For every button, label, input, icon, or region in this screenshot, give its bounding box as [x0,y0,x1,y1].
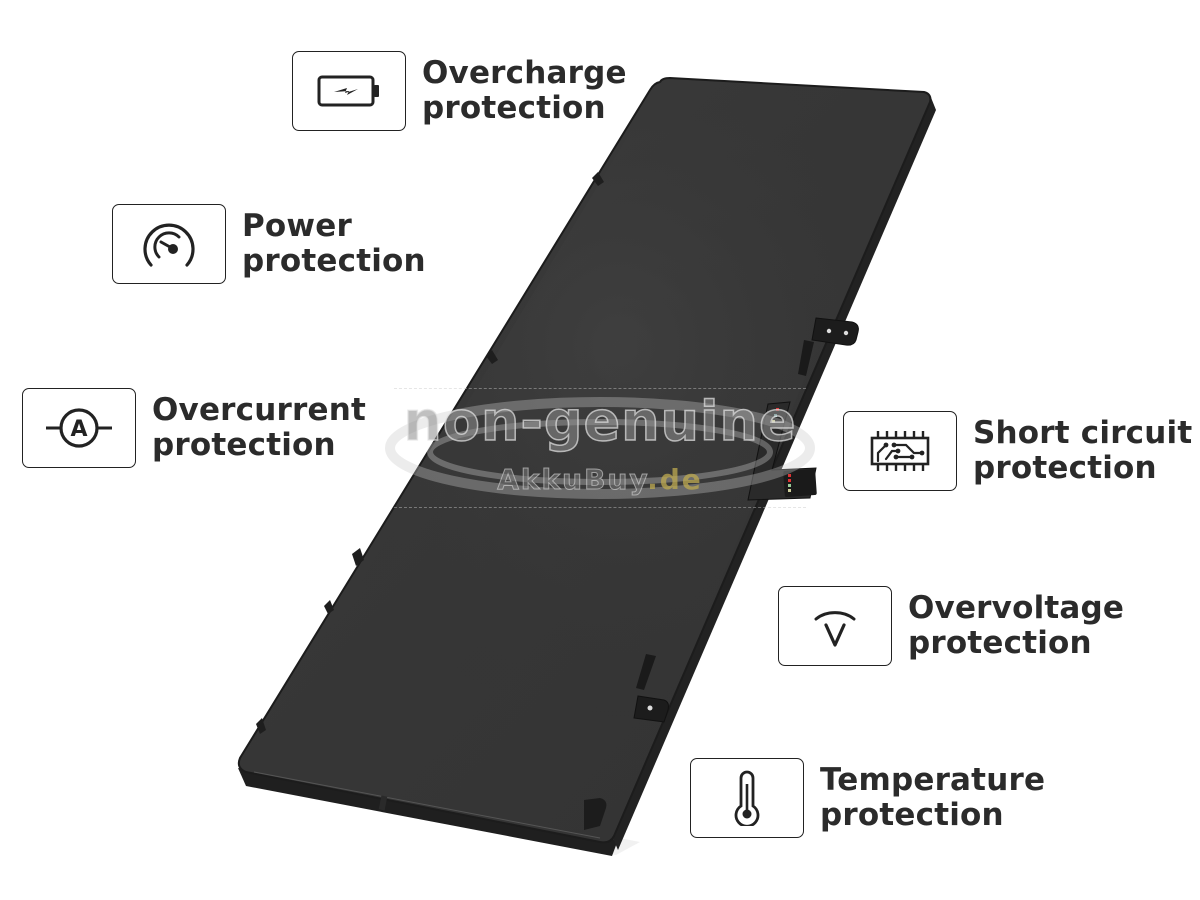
circuit-chip-icon [843,411,957,491]
feature-overcharge: Overcharge protection [292,51,627,131]
gauge-icon [112,204,226,284]
feature-power: Power protection [112,204,426,284]
feature-temperature: Temperature protection [690,758,1045,838]
ammeter-icon: A [22,388,136,468]
feature-short-circuit: Short circuit protection [843,411,1192,491]
feature-label: Temperature protection [820,762,1046,833]
feature-label: Overvoltage protection [908,590,1125,661]
feature-overcurrent: A Overcurrent protection [22,388,366,468]
feature-overvoltage: Overvoltage protection [778,586,1124,666]
feature-label: Short circuit protection [973,415,1193,486]
feature-label: Overcharge protection [422,55,627,126]
voltmeter-icon [778,586,892,666]
svg-text:A: A [70,417,87,442]
thermometer-icon [690,758,804,838]
feature-label: Power protection [242,208,426,279]
battery-bolt-icon [292,51,406,131]
feature-label: Overcurrent protection [152,392,367,463]
